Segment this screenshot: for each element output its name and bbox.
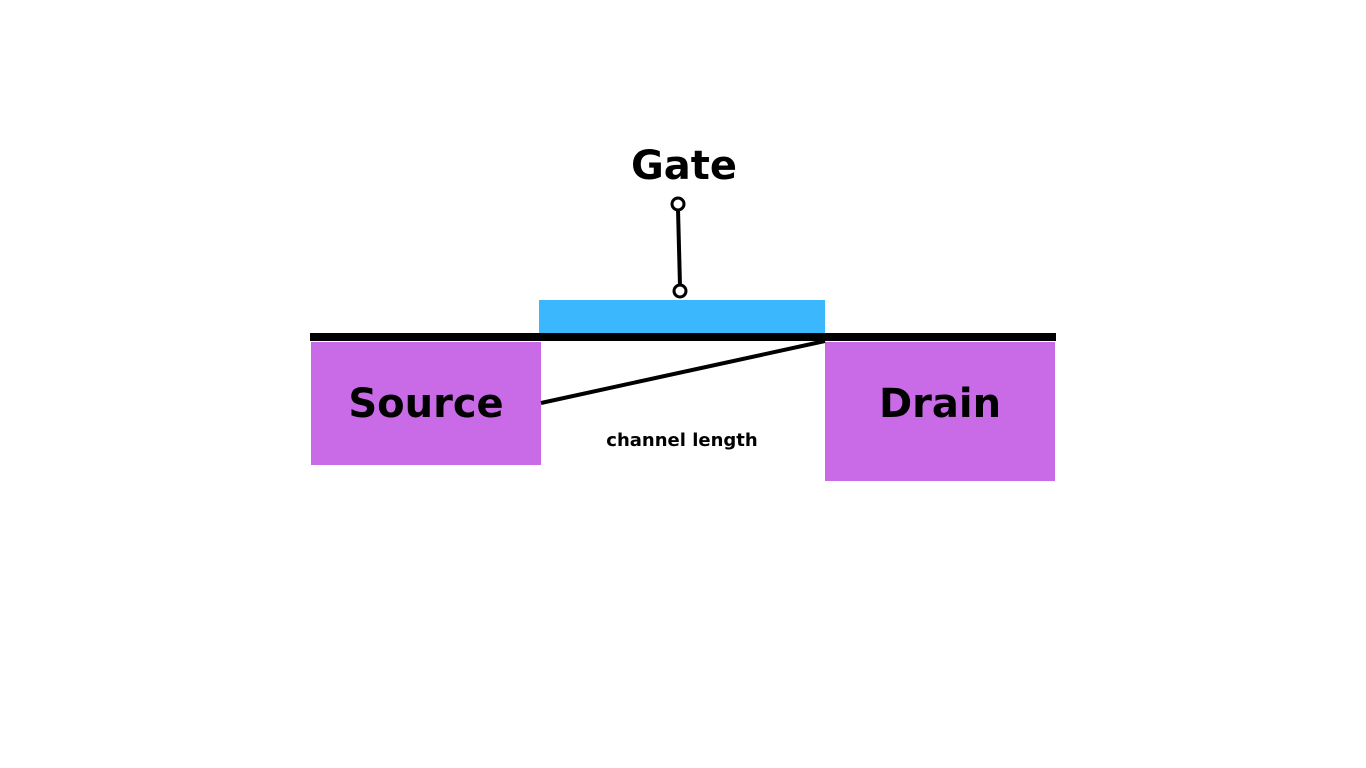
source-label: Source (348, 381, 504, 427)
gate-terminal-wire (676, 208, 682, 287)
drain-region (825, 342, 1055, 481)
channel-length-pointer (540, 339, 826, 405)
gate-terminal-top (670, 196, 686, 212)
gate-label: Gate (630, 143, 738, 189)
drain-label: Drain (878, 381, 1002, 427)
gate-electrode (539, 300, 825, 334)
channel-length-label: channel length (606, 430, 758, 451)
gate-terminal-bottom (672, 283, 688, 299)
oxide-layer (310, 333, 1056, 341)
source-region (311, 342, 541, 465)
